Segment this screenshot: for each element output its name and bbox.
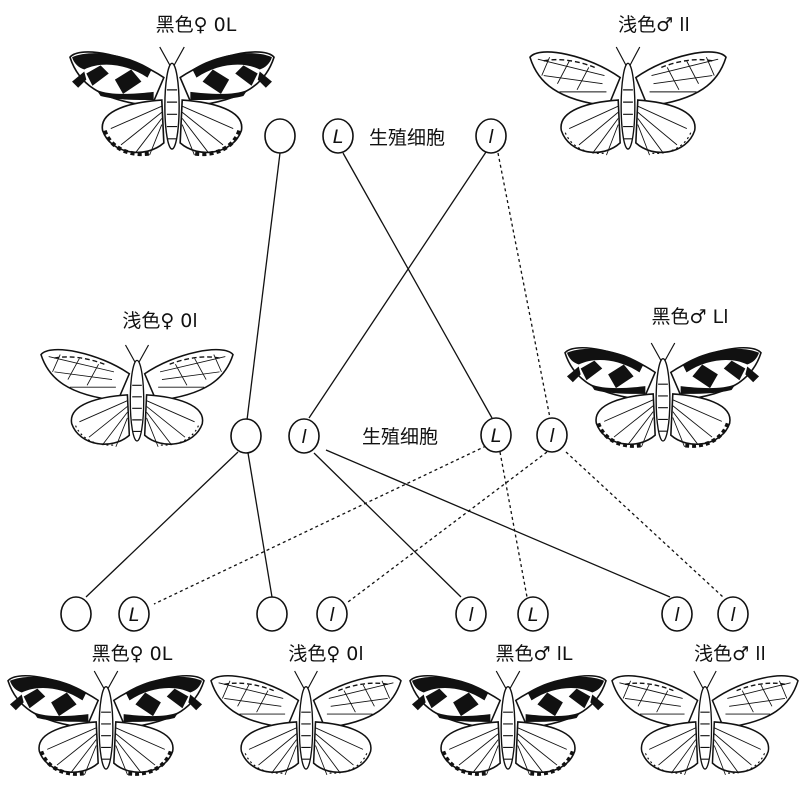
line-L-to-f1	[342, 152, 493, 419]
light-moth-icon	[211, 671, 401, 775]
gamete-cell	[288, 418, 320, 454]
parent-mother-label: 黑色♀ 0L	[156, 14, 237, 36]
dark-moth-icon	[8, 671, 204, 775]
gamete-allele: l	[329, 604, 335, 626]
offspring-4: 浅色♂ ll	[612, 643, 798, 775]
gamete-cell	[455, 596, 487, 632]
gamete-label-middle: 生殖细胞	[362, 426, 438, 448]
line-f1-l-to-off3	[313, 452, 462, 598]
dark-moth-icon	[410, 671, 606, 775]
parent-father: 浅色♂ ll	[530, 14, 726, 155]
dark-moth-icon	[565, 343, 761, 447]
light-moth-icon	[612, 671, 798, 775]
offspring-3: 黑色♂ lL	[410, 643, 606, 775]
offspring-label: 浅色♂ ll	[694, 643, 766, 665]
offspring-label: 黑色♂ lL	[496, 643, 573, 665]
offspring-label: 黑色♀ 0L	[92, 643, 173, 665]
line-f1-l-to-off2	[347, 451, 548, 603]
light-moth-icon	[530, 47, 726, 155]
gamete-cell	[475, 118, 507, 154]
gamete-cell	[230, 418, 262, 454]
gamete-allele: l	[674, 604, 680, 626]
line-f1-empty-to-off1	[85, 451, 239, 598]
parent-father-label: 浅色♂ ll	[618, 14, 690, 36]
top-gametes: L 生殖细胞 l	[264, 118, 507, 154]
gamete-cell	[60, 596, 92, 632]
light-moth-icon	[41, 345, 233, 447]
line-f1-L-to-off3	[499, 451, 528, 598]
inheritance-lines	[85, 151, 724, 605]
gamete-allele: L	[129, 604, 140, 626]
gamete-cell	[322, 118, 354, 154]
gamete-allele: l	[488, 126, 494, 148]
middle-gametes: l 生殖细胞 L l	[230, 417, 568, 454]
offspring-2: 浅色♀ 0l	[211, 643, 401, 775]
f1-father-label: 黑色♂ Ll	[652, 306, 729, 328]
gamete-cell	[316, 596, 348, 632]
line-f1-L-to-off1	[153, 445, 487, 605]
gamete-allele: L	[491, 425, 502, 447]
gamete-allele: l	[301, 426, 307, 448]
gamete-cell	[536, 417, 568, 453]
gamete-cell	[517, 596, 549, 632]
gamete-allele: l	[468, 604, 474, 626]
gamete-cell	[256, 596, 288, 632]
f1-mother-label: 浅色♀ 0l	[122, 310, 197, 332]
gamete-cell	[661, 596, 693, 632]
line-empty-to-f1	[246, 152, 281, 421]
line-f1-empty-to-off2	[247, 452, 273, 598]
gamete-allele: L	[333, 126, 344, 148]
line-f1-l-to-off4	[565, 451, 724, 598]
offspring-gametes: L l l L l l	[60, 596, 749, 632]
gamete-cell	[717, 596, 749, 632]
line-l-to-f1-mother	[308, 151, 487, 419]
offspring-label: 浅色♀ 0l	[288, 643, 363, 665]
f1-mother: 浅色♀ 0l	[41, 310, 233, 447]
gamete-allele: l	[730, 604, 736, 626]
line-l-to-f1-father	[497, 152, 551, 419]
dark-moth-icon	[70, 47, 274, 155]
parent-mother: 黑色♀ 0L	[70, 14, 274, 155]
gamete-label-top: 生殖细胞	[369, 127, 445, 149]
gamete-cell	[480, 417, 512, 453]
gamete-allele: l	[549, 425, 555, 447]
gamete-cell	[264, 118, 296, 154]
gamete-allele: L	[528, 604, 539, 626]
line-f1-l-to-off4	[325, 449, 671, 598]
offspring-1: 黑色♀ 0L	[8, 643, 204, 775]
f1-father: 黑色♂ Ll	[565, 306, 761, 447]
gamete-cell	[118, 596, 150, 632]
